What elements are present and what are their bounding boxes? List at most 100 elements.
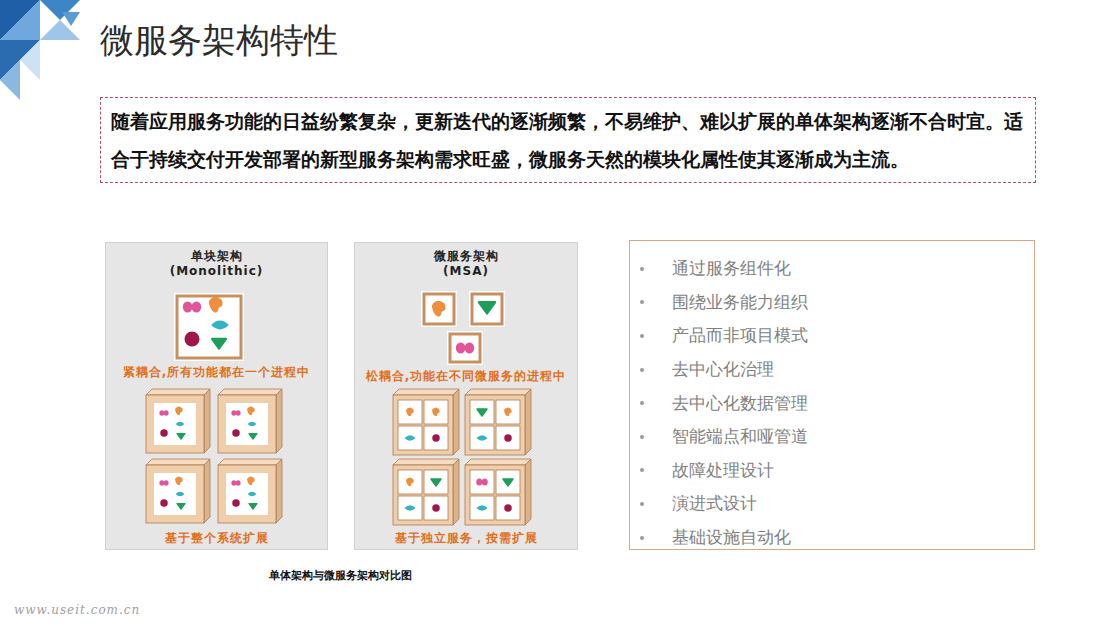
server-box [146, 465, 204, 523]
process-window [226, 403, 268, 445]
panel-heading-text: 单块架构 (Monolithic) [169, 249, 265, 279]
msa-panel: 微服务架构 (MSA)松耦合,功能在不同微服务的进程中基于独立服务，按需扩展 [354, 242, 578, 550]
function-shape [432, 434, 440, 442]
function-shape [477, 505, 488, 511]
slide-title: 微服务架构特性 [100, 18, 338, 64]
bullet-dot [640, 368, 644, 372]
frame-ground [421, 291, 457, 327]
frame-ground [469, 291, 505, 327]
list-item: 去中心化数据管理 [640, 386, 1024, 420]
function-shape [177, 434, 185, 440]
coupling-label: 松耦合,功能在不同微服务的进程中 [355, 369, 577, 384]
function-shape [406, 477, 414, 486]
triangle [40, 20, 80, 40]
function-shape [176, 492, 185, 496]
list-item: 演进式设计 [640, 487, 1024, 521]
service-cell [470, 496, 494, 520]
feature-text: 演进式设计 [672, 492, 757, 515]
service-cell [424, 426, 448, 450]
function-shape [431, 479, 441, 486]
server-box [393, 395, 453, 455]
service-cell [424, 400, 448, 424]
service-cell [496, 470, 520, 494]
function-shape [175, 476, 183, 485]
server-box [465, 465, 525, 525]
function-shape [504, 407, 512, 416]
process-window [154, 473, 196, 515]
bullet-dot [640, 468, 644, 472]
box-top [218, 459, 282, 465]
box-side [525, 459, 531, 525]
service-cell [398, 400, 422, 424]
server-box [218, 395, 276, 453]
function-shape [406, 407, 414, 416]
process-window [226, 473, 268, 515]
pink-shape [159, 480, 164, 486]
box-side [276, 459, 282, 523]
list-item: 围绕业务能力组织 [640, 286, 1024, 320]
server-box [146, 395, 204, 453]
pink-shape [159, 410, 164, 416]
intro-box: 随着应用服务功能的日益纷繁复杂，更新迭代的逐渐频繁，不易维护、难以扩展的单体架构… [100, 97, 1036, 183]
intro-text: 随着应用服务功能的日益纷繁复杂，更新迭代的逐渐频繁，不易维护、难以扩展的单体架构… [111, 102, 1025, 178]
service-cell [496, 496, 520, 520]
triangle [0, 0, 40, 40]
service-cell [470, 470, 494, 494]
feature-text: 产品而非项目模式 [672, 324, 808, 347]
service-cell [470, 426, 494, 450]
bullet-dot [640, 536, 644, 540]
bullet-dot [640, 401, 644, 405]
function-shape [236, 480, 241, 486]
box-side [453, 459, 459, 525]
bullet-dot [640, 300, 644, 304]
frame-ground [174, 293, 244, 361]
process-frame [424, 294, 454, 324]
box-side [204, 459, 210, 523]
box-top [465, 459, 531, 465]
list-item: 故障处理设计 [640, 454, 1024, 488]
box-top [146, 459, 210, 465]
feature-text: 智能端点和哑管道 [672, 425, 808, 448]
function-shape [465, 342, 475, 353]
feature-text: 去中心化数据管理 [672, 392, 808, 415]
service-cell [398, 470, 422, 494]
function-shape [160, 429, 168, 437]
pink-shape [476, 479, 482, 486]
function-shape [176, 422, 185, 426]
server-box [218, 465, 276, 523]
list-item: 通过服务组件化 [640, 252, 1024, 286]
service-cell [398, 426, 422, 450]
service-cell [496, 400, 520, 424]
bullet-dot [640, 435, 644, 439]
function-shape [504, 434, 512, 442]
function-shape [405, 435, 416, 441]
function-shape [185, 332, 200, 347]
service-cell [398, 496, 422, 520]
box-side [276, 389, 282, 453]
panel-heading-text: 微服务架构 (MSA) [418, 249, 514, 279]
function-shape [177, 504, 185, 510]
function-shape [248, 492, 257, 496]
box-side [453, 389, 459, 455]
server-box [393, 465, 453, 525]
process-window [154, 403, 196, 445]
pink-shape [456, 342, 466, 353]
feature-text: 基础设施自动化 [672, 526, 791, 549]
list-item: 智能端点和哑管道 [640, 420, 1024, 454]
panel-heading: 单块架构 (Monolithic) [106, 249, 327, 279]
architecture-illustration [355, 243, 579, 551]
bullet-dot [640, 267, 644, 271]
coupling-label: 紧耦合,所有功能都在一个进程中 [106, 365, 327, 380]
function-shape [232, 499, 240, 507]
service-cell [496, 426, 520, 450]
pink-shape [183, 301, 193, 312]
function-shape [160, 499, 168, 507]
watermark: www.useit.com.cn [14, 603, 140, 617]
function-shape [477, 409, 487, 416]
function-shape [232, 429, 240, 437]
process-frame [177, 296, 241, 358]
bullet-dot [640, 502, 644, 506]
service-cell [424, 496, 448, 520]
process-frame [450, 334, 480, 362]
triangle [0, 60, 20, 100]
